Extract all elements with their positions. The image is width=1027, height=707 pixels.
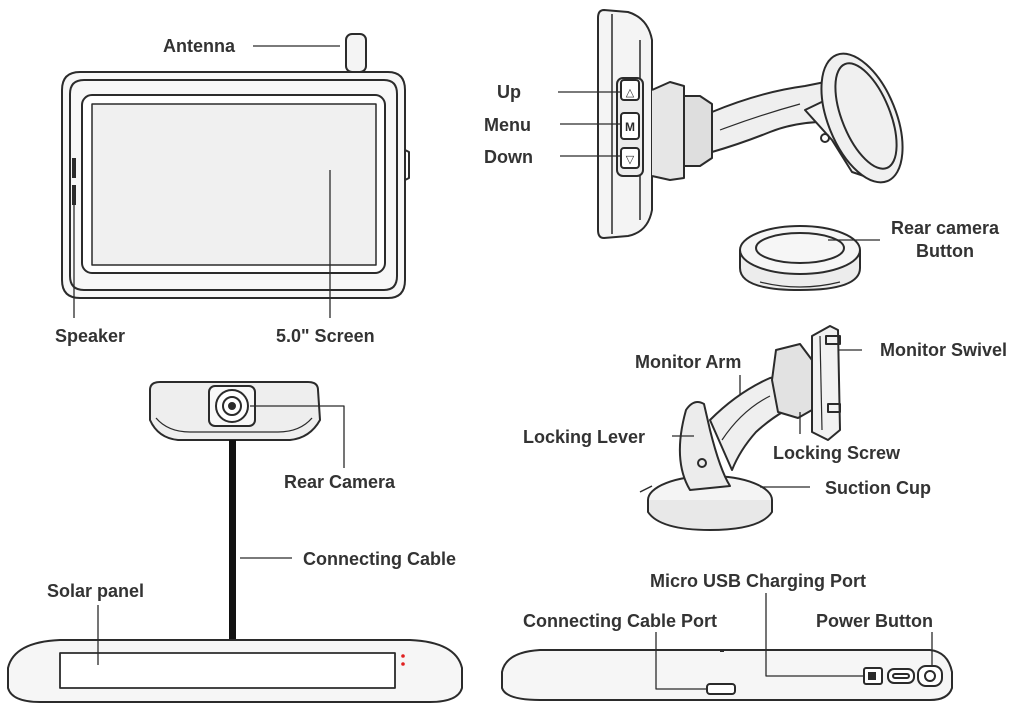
mount-illustration <box>639 325 841 531</box>
solar-panel-illustration <box>7 639 463 703</box>
label-screen: 5.0" Screen <box>276 326 375 346</box>
label-connecting-cable: Connecting Cable <box>303 549 457 569</box>
label-micro-usb-port: Micro USB Charging Port <box>650 571 867 591</box>
label-solar-panel: Solar panel <box>47 581 145 601</box>
menu-button-glyph: M <box>625 120 635 134</box>
label-speaker: Speaker <box>55 326 126 346</box>
camera-base-illustration <box>501 649 953 701</box>
label-up: Up <box>497 82 521 102</box>
label-antenna: Antenna <box>163 36 235 56</box>
cable <box>229 440 236 640</box>
up-button-glyph: △ <box>626 87 635 99</box>
label-power-button: Power Button <box>816 611 933 631</box>
monitor-front-illustration <box>61 33 410 299</box>
down-button-glyph: ▽ <box>626 154 635 166</box>
monitor-side-illustration <box>597 9 904 239</box>
label-down: Down <box>484 147 533 167</box>
label-rear-camera-button-line2: Button <box>916 241 974 261</box>
antenna-icon <box>345 33 367 73</box>
rear-camera-illustration <box>149 381 321 640</box>
label-rear-camera-button-line1: Rear camera <box>890 218 1000 238</box>
label-connecting-cable-port: Connecting Cable Port <box>523 611 718 631</box>
label-suction-cup: Suction Cup <box>825 478 931 498</box>
label-monitor-arm: Monitor Arm <box>635 352 742 372</box>
label-monitor-swivel: Monitor Swivel <box>880 340 1008 360</box>
rear-camera-button-illustration <box>739 225 861 291</box>
label-locking-lever: Locking Lever <box>523 427 646 447</box>
label-rear-camera: Rear Camera <box>284 472 396 492</box>
label-menu: Menu <box>484 115 531 135</box>
label-locking-screw: Locking Screw <box>773 443 901 463</box>
